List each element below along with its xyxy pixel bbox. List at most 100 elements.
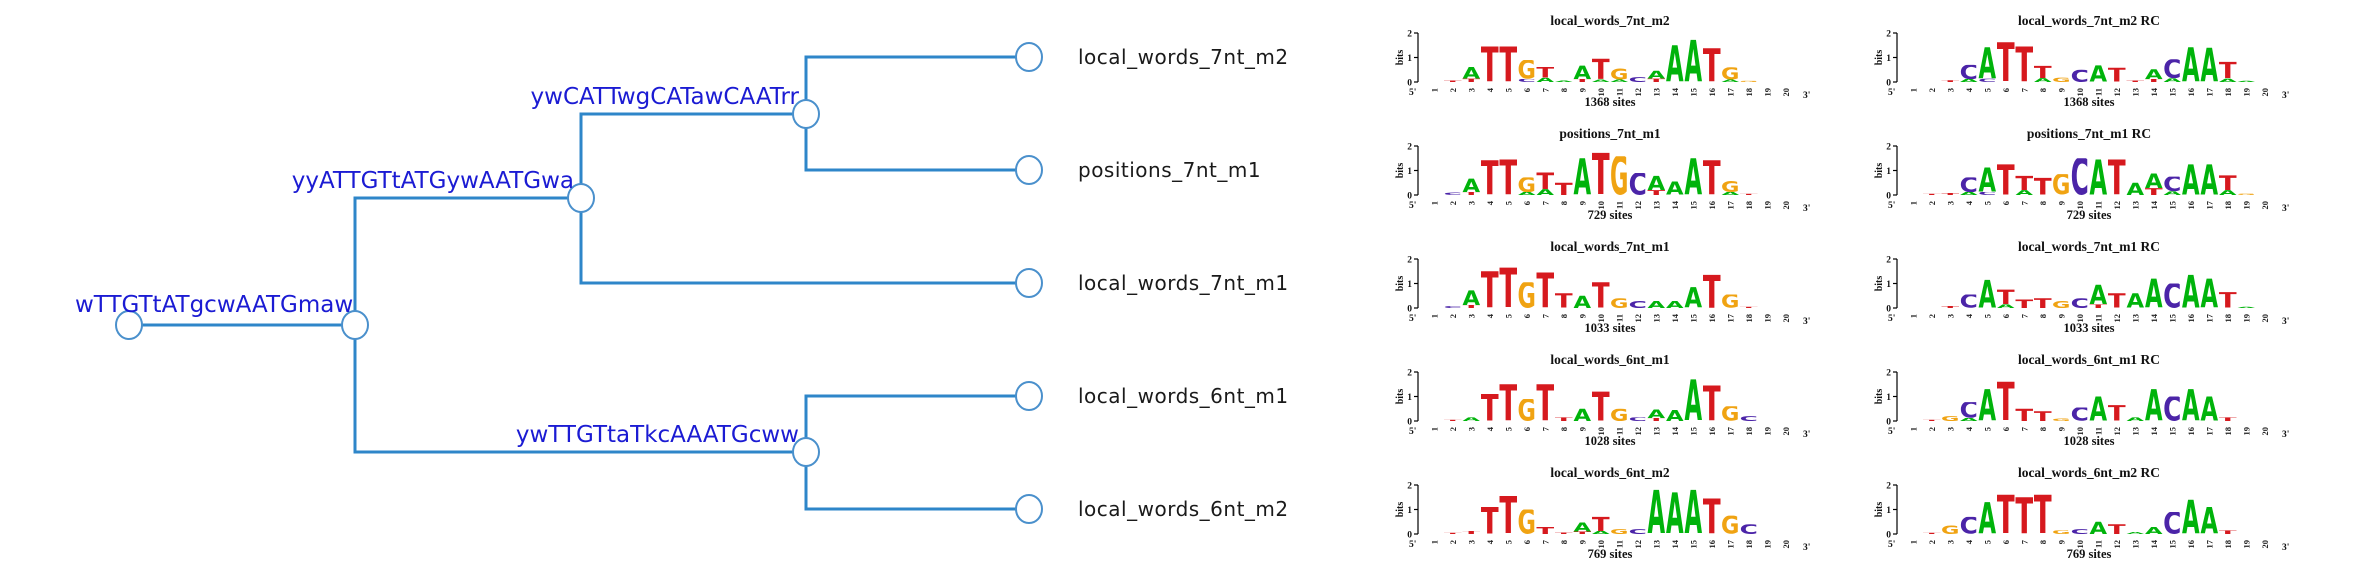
logo-y-tick-label: 1 [1886,167,1891,177]
logo-letter-A: A [1685,379,1703,421]
logo-letter-glyph-A: A [1573,149,1591,207]
logo-letter-A: A [1685,490,1703,534]
logo-x-tick-label: 18 [2223,88,2233,97]
logo-letter-glyph-C: C [2071,528,2089,536]
logo-letter-A: A [1666,410,1684,421]
logo-letter-T: T [1500,384,1518,421]
logo-letter-glyph-T: T [1996,484,2016,547]
logo-x-tick-label: 18 [2223,540,2233,549]
logo-y-tick-label: 2 [1407,369,1412,379]
logo-letter-glyph-A: A [1573,520,1591,535]
logo-x-tick-label: 13 [1651,201,1661,210]
logo-letter-C: C [1629,301,1647,308]
logo-letter-glyph-A: A [2182,381,2200,431]
logo-x-tick-label: 14 [1670,87,1680,96]
logo-y-axis-label: bits [1395,163,1406,179]
logo-y-axis-label: bits [1874,163,1885,179]
logo-letter-T: T [1703,48,1721,82]
tree-edge [804,394,1029,452]
logo-x-tick-label: 18 [1744,540,1754,549]
logo-letter-T: T [1923,420,1941,421]
logo-x-tick-label: 6 [1522,314,1532,318]
logo-y-axis-label: bits [1395,502,1406,518]
logo-letter-G: G [2053,78,2071,82]
logo-y-tick-label: 2 [1407,256,1412,266]
logo-y-tick-label: 0 [1886,531,1891,541]
logo-letter-glyph-T: T [1702,489,1721,545]
logo-letter-glyph-G: G [1518,393,1536,428]
logo-letter-glyph-C: C [1960,397,1978,423]
logo-letter-glyph-A: A [1610,79,1628,83]
logo-letter-glyph-T: T [1536,373,1555,432]
logo-title: local_words_7nt_m2 [1550,13,1669,28]
logo-letter-glyph-A: A [1573,405,1591,425]
logo-letter-glyph-G: G [1518,503,1536,542]
logo-x-tick-label: 20 [2260,314,2270,323]
logo-letter-T: T [2034,178,2052,195]
logo-letter-glyph-A: A [2182,37,2200,93]
logo-letter-T: T [1463,531,1481,534]
logo-sites-count: 769 sites [1588,547,1633,561]
logo-letter-G: G [1611,298,1629,308]
logo-letter-T: T [1481,46,1499,82]
logo-letter-G: G [1722,406,1740,421]
logo-x-tick-label: 19 [2241,88,2251,97]
logo-x-tick-label: 10 [2075,427,2085,436]
logo-x-tick-label: 15 [1688,427,1698,436]
logo-letter-glyph-T: T [1591,274,1610,316]
logo-x-tick-label: 15 [2167,201,2177,210]
logo-letter-glyph-G: G [1721,291,1739,313]
logo-letter-glyph-G: G [1610,65,1628,83]
logo-x-tick-label: 1 [1908,201,1918,205]
logo-letter-T: T [1923,194,1941,195]
logo-x-tick-label: 16 [2186,314,2196,323]
logo-letter-A: A [1573,149,1592,207]
logo-letter-glyph-T: T [1647,417,1667,422]
logo-x-tick-label: 17 [2204,539,2214,548]
logo-letter-A: A [1648,301,1666,308]
logo-x-tick-label: 13 [2130,540,2140,549]
logo-letter-A: A [1997,303,2015,309]
logo-letter-glyph-C: C [2071,66,2089,86]
logo-letter-glyph-C: C [1629,166,1647,202]
logo-letter-glyph-A: A [1997,303,2015,309]
logo-x-tick-label: 9 [1577,540,1587,544]
logo-x-tick-label: 10 [1596,88,1606,97]
logo-letter-T: T [1740,307,1758,308]
logo-x-tick-label: 13 [2130,201,2140,210]
logo-letter-T: T [2219,62,2237,79]
logo-x-tick-label: 14 [1670,426,1680,435]
logo-x-tick-label: 17 [2204,200,2214,209]
logo-letter-glyph-T: T [1554,532,1574,534]
logo-letter-T: T [2016,497,2034,534]
logo-letter-glyph-G: G [2052,169,2070,202]
logo-letter-A: A [2200,270,2219,317]
logo-letter-glyph-A: A [2200,270,2218,317]
logo-letter-A: A [2201,507,2219,534]
logo-x-tick-label: 13 [1651,88,1661,97]
logo-x-tick-label: 9 [1577,427,1587,431]
logo-letter-glyph-T: T [1591,141,1610,208]
logo-x-tick-label: 16 [1707,88,1717,97]
logo-letter-glyph-T: T [2015,406,2034,426]
logo-letter-glyph-G: G [2052,418,2070,422]
logo-x-tick-label: 5 [1982,201,1992,205]
logo-letter-T: T [1463,79,1481,82]
logo-letter-T: T [2015,406,2034,426]
logo-y-tick-label: 1 [1407,167,1412,177]
logo-x-tick-label: 2 [1927,540,1937,544]
logo-letter-A: A [1960,192,1978,195]
logo-letter-A: A [1648,71,1666,79]
logo-x-tick-label: 10 [2075,314,2085,323]
logo-x-tick-label: 3 [1466,88,1476,92]
logo-letter-A: A [1722,80,1740,82]
logo-letter-glyph-T: T [2033,409,2052,425]
logo-x-tick-label: 17 [1725,313,1735,322]
logo-letter-glyph-A: A [1462,416,1480,422]
logo-x-tick-label: 2 [1927,314,1937,318]
logo-letter-A: A [1979,502,1997,534]
logo-y-tick-label: 1 [1407,393,1412,403]
